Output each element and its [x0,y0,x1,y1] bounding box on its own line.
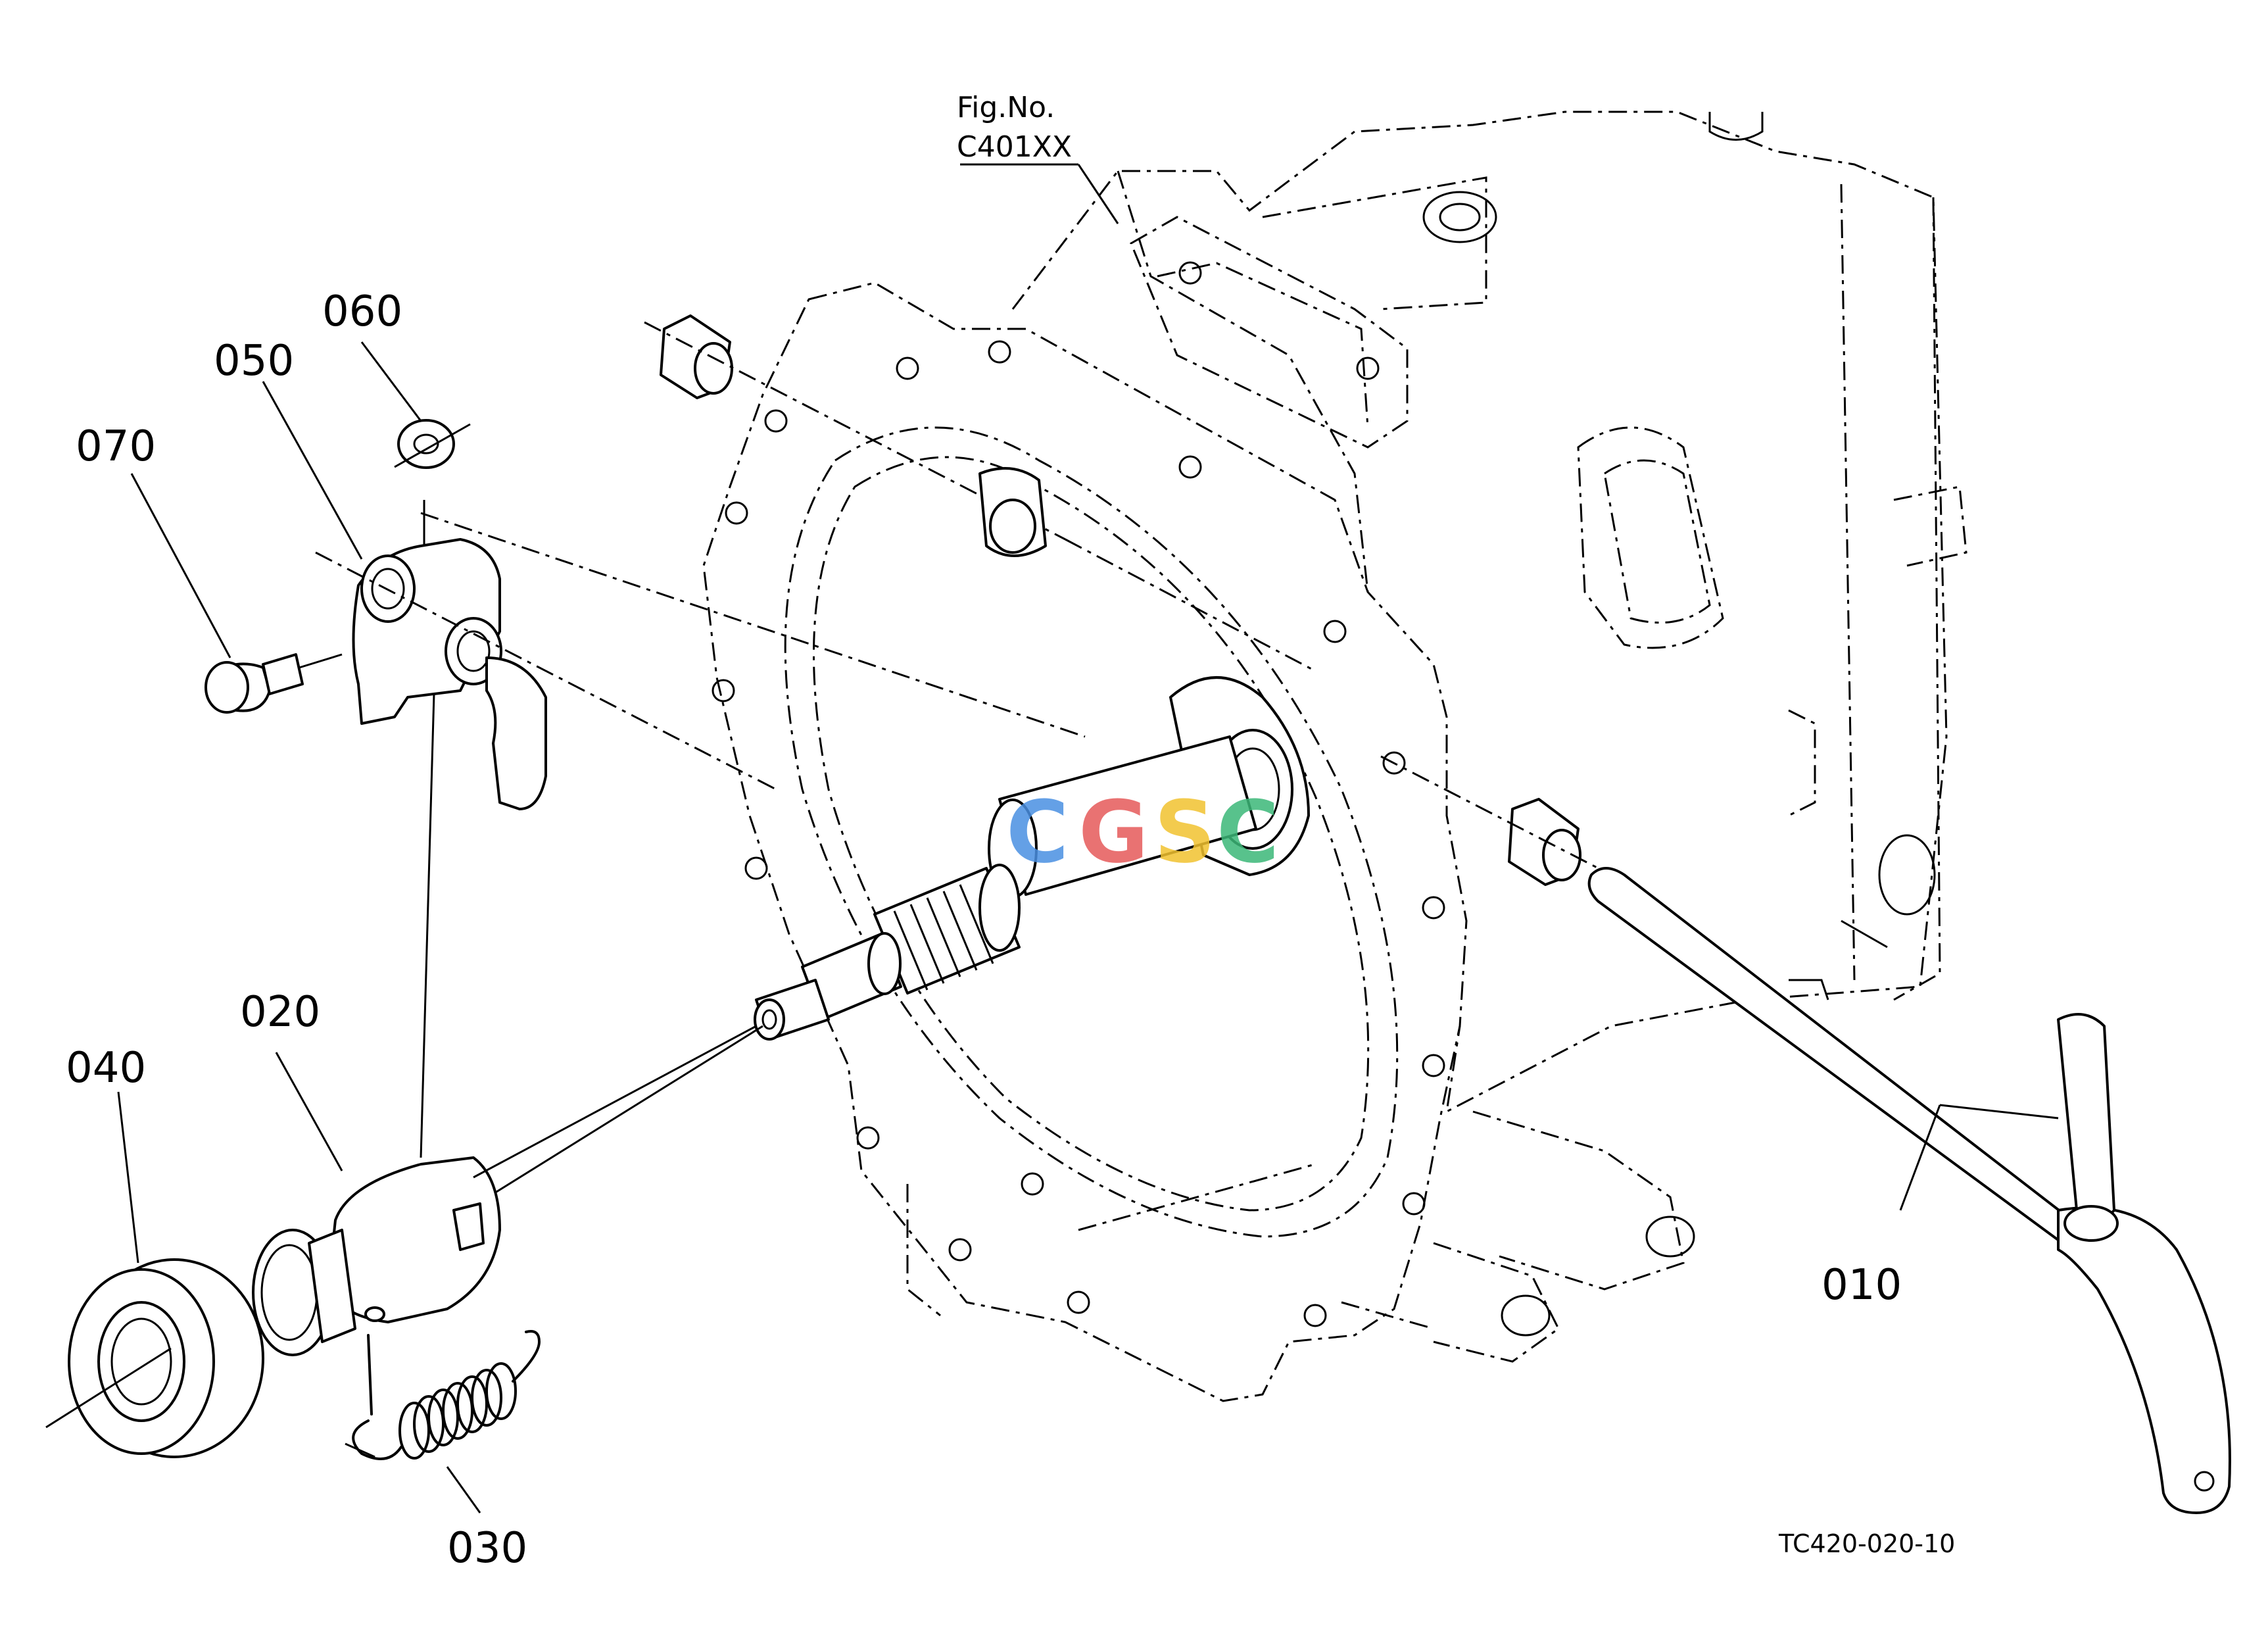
part-040-release-bearing [45,1258,264,1458]
figure-label-line1: Fig.No. [957,91,1055,124]
part-010-shift-lever-shaft [1587,867,2231,1514]
callout-050: 050 [214,337,294,385]
transmission-housing [644,111,1967,1402]
watermark-letter: C [1217,782,1279,882]
callout-040: 040 [66,1044,146,1093]
callout-010: 010 [1822,1261,1902,1310]
callout-070: 070 [76,422,156,471]
callout-020: 020 [240,988,320,1037]
watermark-letter: C [1006,782,1069,882]
part-020-release-sleeve [252,1025,757,1356]
part-030-return-spring [345,1330,541,1460]
drawing-number: TC420-020-10 [1778,1529,1955,1558]
watermark-logo: C G S C [1006,782,1279,882]
watermark-letter: G [1078,782,1149,882]
figure-label-line2: C401XX [957,130,1072,164]
part-060-washer [394,419,471,469]
callout-060: 060 [322,287,402,336]
leader-lines [117,163,2059,1513]
input-shaft [466,676,1310,1212]
watermark-letter: S [1154,782,1216,882]
part-050-release-fork [315,500,1086,1158]
callout-030: 030 [447,1524,527,1573]
part-070-bolt [205,653,343,714]
